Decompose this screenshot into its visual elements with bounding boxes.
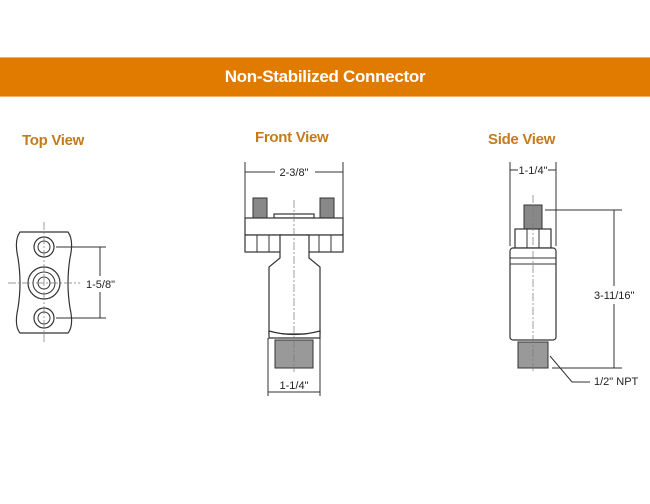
top-view-title: Top View — [22, 132, 85, 149]
front-width-dimension: 2-3/8" — [280, 167, 309, 179]
top-view-drawing — [8, 222, 106, 343]
front-view-title: Front View — [255, 129, 329, 146]
front-view-drawing — [244, 162, 344, 396]
top-view-dimension: 1-5/8" — [86, 279, 115, 291]
diagram-title: Non-Stabilized Connector — [224, 67, 426, 86]
title-banner: Non-Stabilized Connector — [0, 57, 650, 97]
thread-callout: 1/2" NPT — [594, 376, 639, 388]
side-width-dimension: 1-1/4" — [519, 165, 548, 177]
front-base-dimension: 1-1/4" — [280, 380, 309, 392]
side-height-dimension: 3-11/16" — [594, 290, 634, 302]
side-view-title: Side View — [488, 131, 556, 148]
side-view-drawing — [509, 162, 622, 383]
